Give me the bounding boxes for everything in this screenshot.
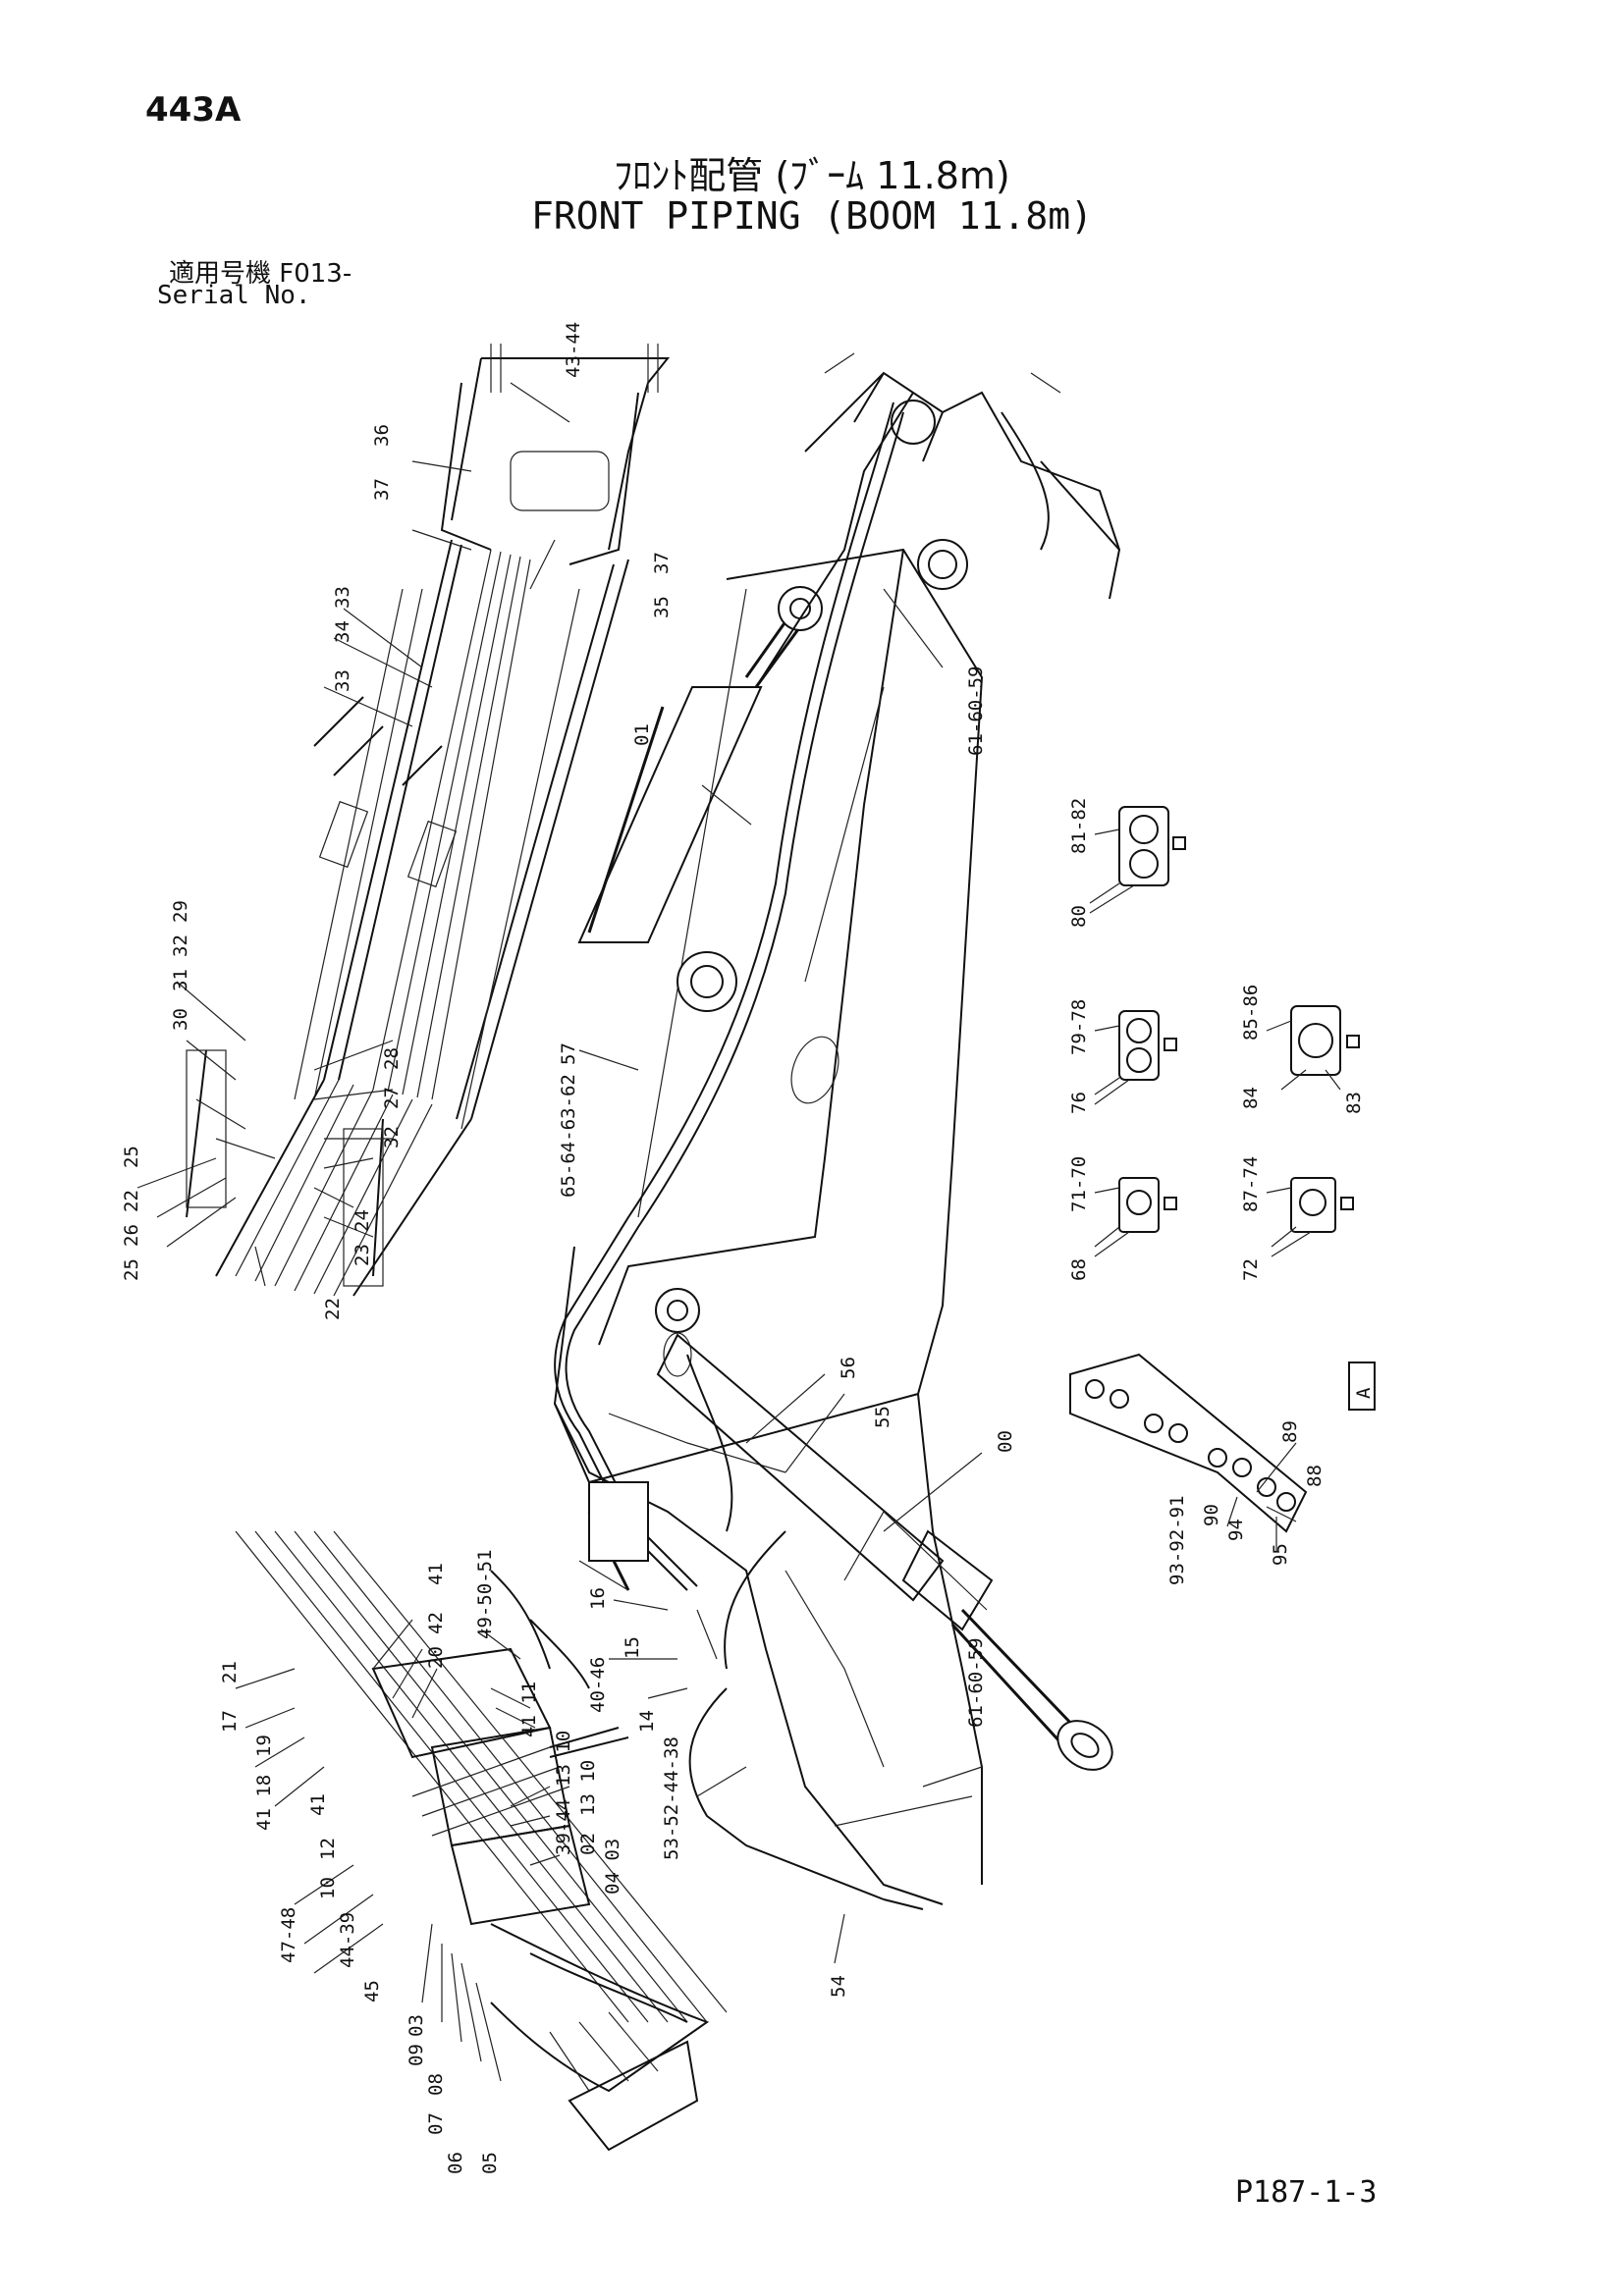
part-label-56: 56 bbox=[838, 1357, 859, 1379]
part-label-30: 30 bbox=[170, 1008, 191, 1031]
part-label-41-left: 41 bbox=[307, 1793, 329, 1816]
part-label-31: 31 bbox=[170, 969, 191, 991]
part-label-02: 02 bbox=[577, 1833, 599, 1855]
clamp-assembly-88-95 bbox=[1069, 1353, 1308, 1551]
part-label-26: 26 bbox=[121, 1224, 142, 1247]
part-label-05: 05 bbox=[479, 2152, 501, 2174]
part-label-24: 24 bbox=[352, 1209, 373, 1232]
part-label-32-right: 32 bbox=[381, 1126, 403, 1148]
part-label-80: 80 bbox=[1068, 905, 1090, 928]
part-label-21: 21 bbox=[219, 1661, 241, 1683]
part-label-23: 23 bbox=[352, 1244, 373, 1266]
part-label-71-70: 71-70 bbox=[1068, 1156, 1090, 1212]
part-label-81-82: 81-82 bbox=[1068, 798, 1090, 854]
part-label-85-86: 85-86 bbox=[1240, 985, 1262, 1041]
part-label-10: 10 bbox=[317, 1877, 339, 1899]
view-marker-a: A bbox=[1353, 1387, 1375, 1399]
part-label-55: 55 bbox=[872, 1406, 893, 1428]
part-label-15: 15 bbox=[622, 1636, 643, 1659]
part-label-04-03: 04 03 bbox=[602, 1839, 623, 1895]
part-label-47-48: 47-48 bbox=[278, 1907, 299, 1963]
serial-label-japanese: 適用号機 F013- bbox=[169, 259, 352, 289]
clamp-details bbox=[1089, 806, 1376, 1411]
page-code: 443A bbox=[145, 90, 242, 130]
boom-foot-detail bbox=[235, 1530, 728, 2152]
part-label-49-50-51: 49-50-51 bbox=[474, 1549, 496, 1639]
part-label-25-upper: 25 bbox=[121, 1146, 142, 1168]
part-label-09: 09 bbox=[406, 2044, 427, 2066]
part-label-17: 17 bbox=[219, 1710, 241, 1733]
part-label-72: 72 bbox=[1240, 1258, 1262, 1281]
part-label-25-lower: 25 bbox=[121, 1258, 142, 1281]
part-label-68: 68 bbox=[1068, 1258, 1090, 1281]
page-reference: P187-1-3 bbox=[1235, 2175, 1378, 2210]
part-label-06: 06 bbox=[445, 2152, 466, 2174]
part-label-41-18: 41 18 bbox=[253, 1775, 275, 1831]
page-title-japanese: ﾌﾛﾝﾄ配管 (ﾌﾞｰﾑ 11.8m) bbox=[614, 154, 1010, 197]
part-label-07: 07 bbox=[425, 2112, 447, 2135]
part-label-16: 16 bbox=[587, 1587, 609, 1610]
part-label-37-right: 37 bbox=[651, 552, 673, 574]
part-label-22-left: 22 bbox=[121, 1190, 142, 1212]
part-label-13-10: 13 10 bbox=[553, 1731, 574, 1787]
part-label-41-11: 41 11 bbox=[518, 1682, 540, 1737]
part-label-65-64-63-62: 65-64-63-62 bbox=[558, 1074, 579, 1198]
part-label-39-44: 39-44 bbox=[553, 1799, 574, 1855]
part-label-43-44: 43-44 bbox=[563, 322, 584, 378]
part-label-36: 36 bbox=[371, 424, 393, 447]
part-label-27: 27 bbox=[381, 1087, 403, 1109]
part-label-34: 34 bbox=[332, 620, 353, 643]
serial-label: Serial No. bbox=[157, 281, 311, 310]
part-label-40-46: 40-46 bbox=[587, 1657, 609, 1713]
part-label-45: 45 bbox=[361, 1980, 383, 2002]
part-label-35: 35 bbox=[651, 596, 673, 618]
part-label-41-upper: 41 bbox=[425, 1563, 447, 1585]
part-label-54: 54 bbox=[828, 1975, 849, 1998]
part-label-32-left: 32 bbox=[170, 934, 191, 957]
part-label-89: 89 bbox=[1279, 1420, 1301, 1443]
page-title: FRONT PIPING (BOOM 11.8m) bbox=[531, 194, 1093, 238]
part-label-42: 42 bbox=[425, 1612, 447, 1634]
callout-leaders bbox=[136, 382, 988, 2082]
boom-structure bbox=[553, 352, 1121, 1905]
part-label-57: 57 bbox=[558, 1042, 579, 1065]
part-label-84: 84 bbox=[1240, 1087, 1262, 1109]
part-label-95: 95 bbox=[1270, 1543, 1291, 1566]
part-label-87-74: 87-74 bbox=[1240, 1156, 1262, 1212]
part-label-29: 29 bbox=[170, 900, 191, 923]
part-label-94: 94 bbox=[1225, 1519, 1247, 1541]
part-label-79-78: 79-78 bbox=[1068, 999, 1090, 1055]
part-label-22-bottom: 22 bbox=[322, 1298, 344, 1320]
part-label-76: 76 bbox=[1068, 1092, 1090, 1114]
boom-hoses bbox=[554, 401, 1050, 1910]
part-label-37-left: 37 bbox=[371, 478, 393, 501]
part-label-61-60-59-lower: 61-60-59 bbox=[965, 1637, 987, 1728]
part-label-08: 08 bbox=[425, 2073, 447, 2096]
part-label-12: 12 bbox=[317, 1838, 339, 1860]
part-label-33-lower: 33 bbox=[332, 669, 353, 692]
part-callouts: 01 00 25 22 26 25 22 24 23 32 27 28 30 3… bbox=[121, 322, 1375, 2174]
part-label-13-10-lower: 13 10 bbox=[577, 1760, 599, 1816]
part-label-90: 90 bbox=[1201, 1504, 1222, 1526]
part-label-33-top: 33 bbox=[332, 586, 353, 609]
boom-top-detail bbox=[186, 344, 671, 1297]
part-label-61-60-59-upper: 61-60-59 bbox=[965, 666, 987, 756]
boom-cylinder-01 bbox=[577, 392, 914, 1012]
part-label-20: 20 bbox=[425, 1646, 447, 1669]
part-label-28: 28 bbox=[381, 1047, 403, 1070]
part-label-88: 88 bbox=[1304, 1465, 1326, 1487]
part-label-00: 00 bbox=[995, 1430, 1016, 1453]
part-label-83: 83 bbox=[1343, 1092, 1365, 1114]
part-label-44-39: 44-39 bbox=[337, 1912, 358, 1968]
part-label-53-52-44-38: 53-52-44-38 bbox=[661, 1736, 682, 1860]
part-label-01: 01 bbox=[631, 723, 653, 746]
part-label-03-bottom: 03 bbox=[406, 2014, 427, 2037]
part-label-93-92-91: 93-92-91 bbox=[1166, 1495, 1188, 1585]
part-label-14: 14 bbox=[636, 1710, 658, 1733]
part-label-19: 19 bbox=[253, 1735, 275, 1757]
arm-cylinder-00 bbox=[656, 1333, 1113, 1771]
